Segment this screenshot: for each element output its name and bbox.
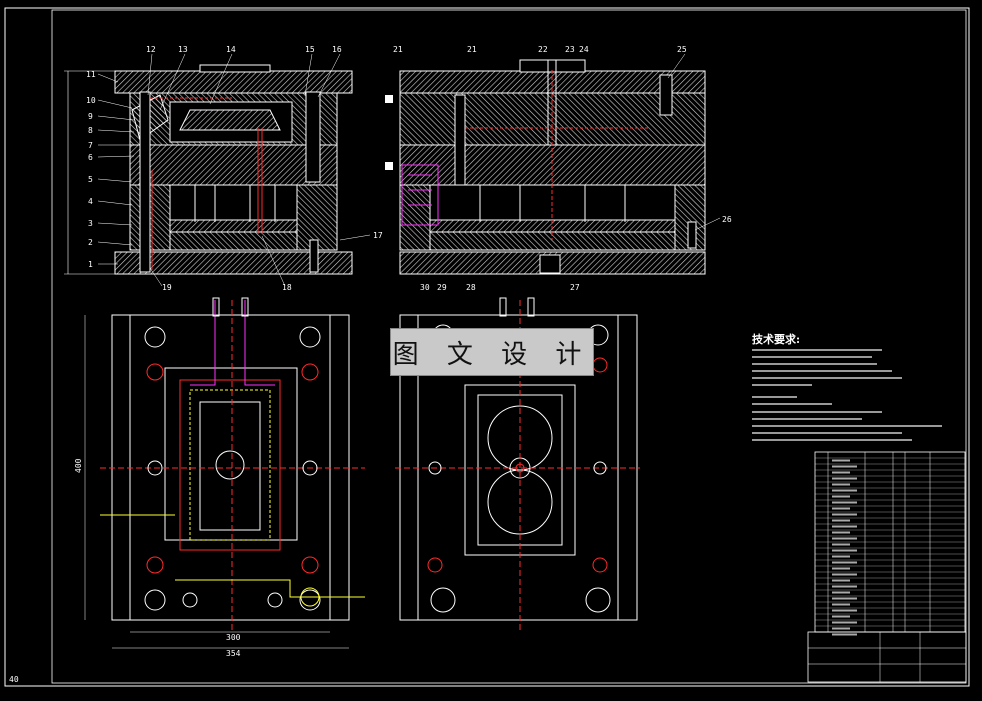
part-number: 30 (420, 283, 430, 292)
part-number: 8 (88, 126, 93, 135)
parts-list-row-text (832, 597, 857, 600)
parts-list-row-text (832, 495, 850, 498)
parts-list-row-text (832, 567, 850, 570)
part-number: 19 (162, 283, 172, 292)
part-number: 10 (86, 96, 96, 105)
part-number: 7 (88, 141, 93, 150)
part-number: 6 (88, 153, 93, 162)
parts-list-row-text (832, 591, 850, 594)
parts-list-row-text (832, 609, 857, 612)
part-number: 18 (282, 283, 292, 292)
part-number: 17 (373, 231, 383, 240)
part-number: 28 (466, 283, 476, 292)
part-number: 3 (88, 219, 93, 228)
section-view-left (64, 64, 353, 275)
parts-list-row-text (832, 621, 857, 624)
parts-list-row-text (832, 465, 857, 468)
parts-list-row-text (832, 543, 850, 546)
tech-requirements-lines (752, 349, 942, 441)
parts-list-row-text (832, 627, 850, 630)
part-number: 2 (88, 238, 93, 247)
parts-list-row-text (832, 603, 850, 606)
section-view-right (385, 59, 706, 275)
part-number: 1 (88, 260, 93, 269)
part-number: 14 (226, 45, 236, 54)
parts-list-row-text (832, 579, 850, 582)
part-number: 4 (88, 197, 93, 206)
dimension-label: 300 (226, 633, 241, 642)
part-number-labels: 11 10 9 8 7 6 5 4 3 2 1 12 13 14 15 16 2… (9, 45, 732, 684)
plan-view-left (84, 297, 365, 649)
leader-lines (97, 53, 721, 287)
dimension-label: 400 (74, 458, 83, 473)
part-number: 22 (538, 45, 548, 54)
dimension-label: 354 (226, 649, 241, 658)
part-number: 16 (332, 45, 342, 54)
parts-list-row-text (832, 489, 857, 492)
parts-list-row-text (832, 555, 850, 558)
watermark-badge: 图 文 设 计 (390, 328, 594, 376)
part-number: 24 (579, 45, 589, 54)
parts-list-rows (815, 457, 965, 636)
part-number: 21 (467, 45, 477, 54)
parts-list-row-text (832, 633, 857, 636)
parts-list-row-text (832, 537, 857, 540)
part-number: 15 (305, 45, 315, 54)
part-number: 26 (722, 215, 732, 224)
plan-view-right (395, 297, 640, 630)
part-number: 21 (393, 45, 403, 54)
parts-list-row-text (832, 531, 850, 534)
parts-list-row-text (832, 585, 857, 588)
part-number: 29 (437, 283, 447, 292)
parts-list-row-text (832, 525, 857, 528)
parts-list-row-text (832, 573, 857, 576)
parts-list-row-text (832, 519, 850, 522)
part-number: 27 (570, 283, 580, 292)
parts-list-row-text (832, 507, 850, 510)
parts-list-row-text (832, 513, 857, 516)
part-number: 9 (88, 112, 93, 121)
tech-requirements-title: 技术要求: (752, 333, 801, 346)
part-number: 13 (178, 45, 188, 54)
part-number: 5 (88, 175, 93, 184)
parts-list-row-text (832, 459, 850, 462)
title-block (807, 451, 967, 683)
parts-list-row-text (832, 615, 850, 618)
parts-list-row-text (832, 501, 857, 504)
part-number: 12 (146, 45, 156, 54)
part-number: 25 (677, 45, 687, 54)
drawing-frame (4, 7, 970, 687)
parts-list-row-text (832, 561, 857, 564)
parts-list-row-text (832, 549, 857, 552)
parts-list-row-text (832, 471, 850, 474)
parts-list-row-text (832, 477, 857, 480)
part-number: 11 (86, 70, 96, 79)
part-number: 23 (565, 45, 575, 54)
dimension-label: 40 (9, 675, 19, 684)
parts-list-row-text (832, 483, 850, 486)
